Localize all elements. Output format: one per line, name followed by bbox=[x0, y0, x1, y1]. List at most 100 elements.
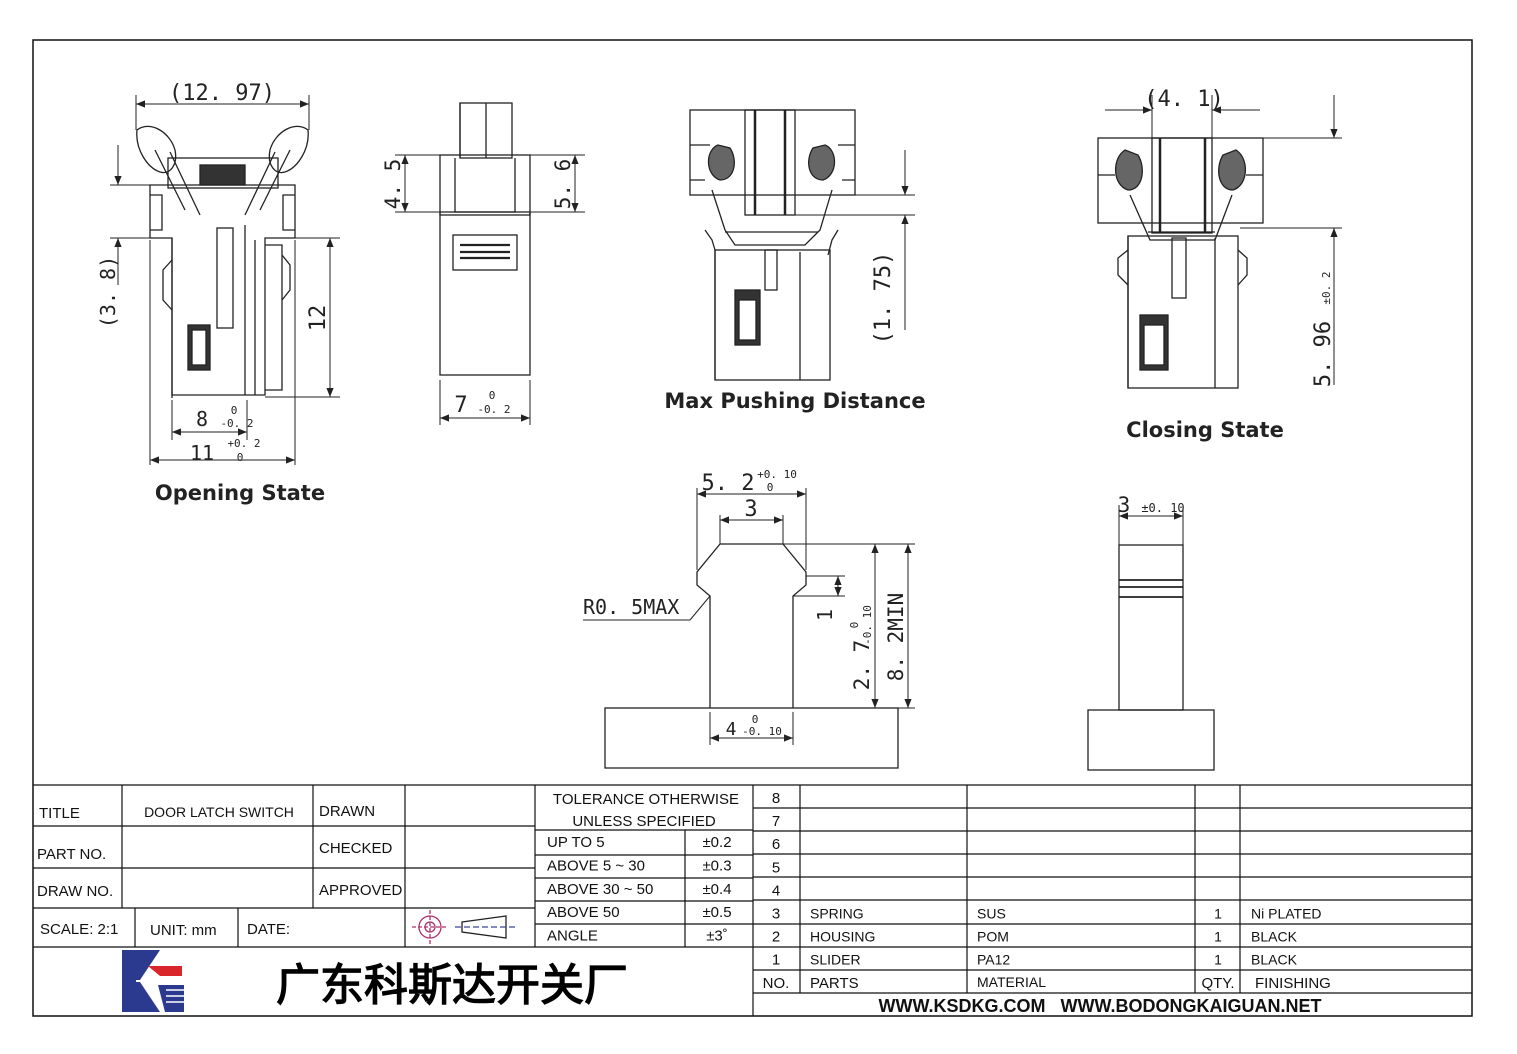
dim-open-height: 12 bbox=[306, 305, 331, 332]
actuator-side-dimensions bbox=[1118, 505, 1184, 545]
tolerance-value: ±0.5 bbox=[702, 904, 731, 921]
opening-dimensions bbox=[110, 95, 340, 465]
bom-header-no: NO. bbox=[763, 975, 790, 992]
bom-header-qty: QTY. bbox=[1201, 975, 1234, 992]
dim-act-1: 1 bbox=[813, 609, 837, 621]
title-block-grid bbox=[33, 784, 1472, 1016]
bom-qty: 1 bbox=[1214, 952, 1222, 968]
dim-open-outer-tol-lo: 0 bbox=[237, 451, 244, 464]
bom-no: 6 bbox=[772, 836, 780, 853]
tolerance-range: ABOVE 5 ~ 30 bbox=[547, 857, 645, 874]
tolerance-range: ABOVE 30 ~ 50 bbox=[547, 881, 653, 898]
dim-close-41: (4. 1) bbox=[1144, 87, 1223, 112]
dim-act-1-tol-hi: 0 bbox=[848, 622, 861, 629]
bom-material: PA12 bbox=[977, 952, 1010, 968]
bom-material: SUS bbox=[977, 906, 1006, 922]
company-name: 广东科斯达开关厂 bbox=[276, 960, 628, 1011]
drawn-label: DRAWN bbox=[319, 803, 375, 820]
tolerance-range: ANGLE bbox=[547, 928, 598, 945]
dim-open-inner-tol-hi: 0 bbox=[231, 404, 238, 417]
dim-side-56: 5. 6 bbox=[551, 159, 575, 210]
tolerance-range: UP TO 5 bbox=[547, 834, 605, 851]
tolerance-value: ±3˚ bbox=[706, 928, 728, 945]
bom-no: 4 bbox=[772, 882, 780, 899]
unit-label: UNIT: mm bbox=[150, 922, 217, 939]
dim-close-596: 5. 96 bbox=[1311, 321, 1336, 387]
dim-side2-3-tol: ±0. 10 bbox=[1141, 501, 1184, 515]
dim-push-175: (1. 75) bbox=[871, 252, 896, 345]
bom-no: 3 bbox=[772, 906, 780, 923]
dim-open-outer-tol-hi: +0. 2 bbox=[227, 437, 260, 450]
company-logo-icon bbox=[122, 950, 184, 1012]
bom-part: HOUSING bbox=[810, 929, 875, 945]
dim-side2-3: 3 bbox=[1118, 493, 1131, 517]
dim-act-r05: R0. 5MAX bbox=[583, 595, 679, 619]
caption-closing-state: Closing State bbox=[1126, 418, 1284, 442]
checked-label: CHECKED bbox=[319, 840, 393, 857]
actuator-side bbox=[1087, 544, 1215, 771]
part-no-label: PART NO. bbox=[37, 846, 106, 863]
tolerance-value: ±0.2 bbox=[702, 834, 731, 851]
bom-header-material: MATERIAL bbox=[977, 974, 1046, 990]
dim-act-4-tol-lo: -0. 10 bbox=[742, 725, 782, 738]
draw-no-label: DRAW NO. bbox=[37, 883, 113, 900]
dim-side-7-tol-lo: -0. 2 bbox=[477, 403, 510, 416]
actuator-profile bbox=[604, 543, 899, 769]
dim-open-width: (12. 97) bbox=[169, 81, 275, 106]
bom-qty: 1 bbox=[1214, 906, 1222, 922]
dim-act-4: 4 bbox=[726, 719, 737, 740]
tolerance-value: ±0.4 bbox=[702, 881, 731, 898]
dim-act-27: 2. 7 bbox=[850, 640, 874, 691]
bom-finishing: Ni PLATED bbox=[1251, 906, 1322, 922]
dim-act-1-tol-lo: -0. 10 bbox=[861, 605, 874, 645]
tolerance-header-2: UNLESS SPECIFIED bbox=[572, 813, 716, 830]
approved-label: APPROVED bbox=[319, 882, 403, 899]
websites: WWW.KSDKG.COM WWW.BODONGKAIGUAN.NET bbox=[879, 996, 1322, 1016]
date-label: DATE: bbox=[247, 921, 290, 938]
bom-finishing: BLACK bbox=[1251, 952, 1298, 968]
scale-label: SCALE: 2:1 bbox=[40, 921, 118, 938]
dim-act-52-tol-lo: 0 bbox=[767, 481, 774, 494]
tolerance-range: ABOVE 50 bbox=[547, 904, 620, 921]
closing-dimensions bbox=[1105, 95, 1342, 385]
bom-header-parts: PARTS bbox=[810, 975, 859, 992]
dim-open-left: (3. 8) bbox=[96, 256, 120, 328]
side-view bbox=[439, 102, 531, 376]
bom-no: 2 bbox=[772, 929, 780, 946]
projection-symbol-icon bbox=[412, 910, 515, 944]
bom-part: SPRING bbox=[810, 906, 864, 922]
side-dimensions bbox=[395, 154, 585, 425]
bom-header-finishing: FINISHING bbox=[1255, 975, 1331, 992]
actuator-dimensions bbox=[583, 488, 915, 745]
dim-act-52-tol-hi: +0. 10 bbox=[757, 468, 797, 481]
bom-no: 8 bbox=[772, 790, 780, 807]
dim-open-outer: 11 bbox=[190, 441, 214, 465]
dim-open-inner: 8 bbox=[196, 407, 208, 431]
bom-no: 1 bbox=[772, 952, 780, 969]
bom-qty: 1 bbox=[1214, 929, 1222, 945]
bom-material: POM bbox=[977, 929, 1009, 945]
opening-state-view bbox=[136, 125, 309, 398]
tolerance-value: ±0.3 bbox=[702, 857, 731, 874]
bom-no: 7 bbox=[772, 813, 780, 830]
caption-opening-state: Opening State bbox=[155, 481, 325, 505]
dim-side-7: 7 bbox=[454, 393, 467, 418]
closing-state-view bbox=[1097, 137, 1264, 389]
dim-side-7-tol-hi: 0 bbox=[489, 389, 496, 402]
dim-act-52: 5. 2 bbox=[702, 471, 755, 496]
bom-no: 5 bbox=[772, 859, 780, 876]
title-label: TITLE bbox=[39, 805, 80, 822]
dim-open-inner-tol-lo: -0. 2 bbox=[220, 417, 253, 430]
caption-max-pushing: Max Pushing Distance bbox=[664, 389, 925, 413]
pushing-dimensions bbox=[795, 150, 915, 330]
tolerance-header-1: TOLERANCE OTHERWISE bbox=[553, 791, 739, 808]
dim-act-82: 8. 2MIN bbox=[884, 593, 908, 682]
bom-part: SLIDER bbox=[810, 952, 861, 968]
dim-act-4-tol-hi: 0 bbox=[752, 713, 759, 726]
max-pushing-view bbox=[689, 109, 856, 381]
bom-finishing: BLACK bbox=[1251, 929, 1298, 945]
dim-act-3: 3 bbox=[744, 497, 757, 522]
